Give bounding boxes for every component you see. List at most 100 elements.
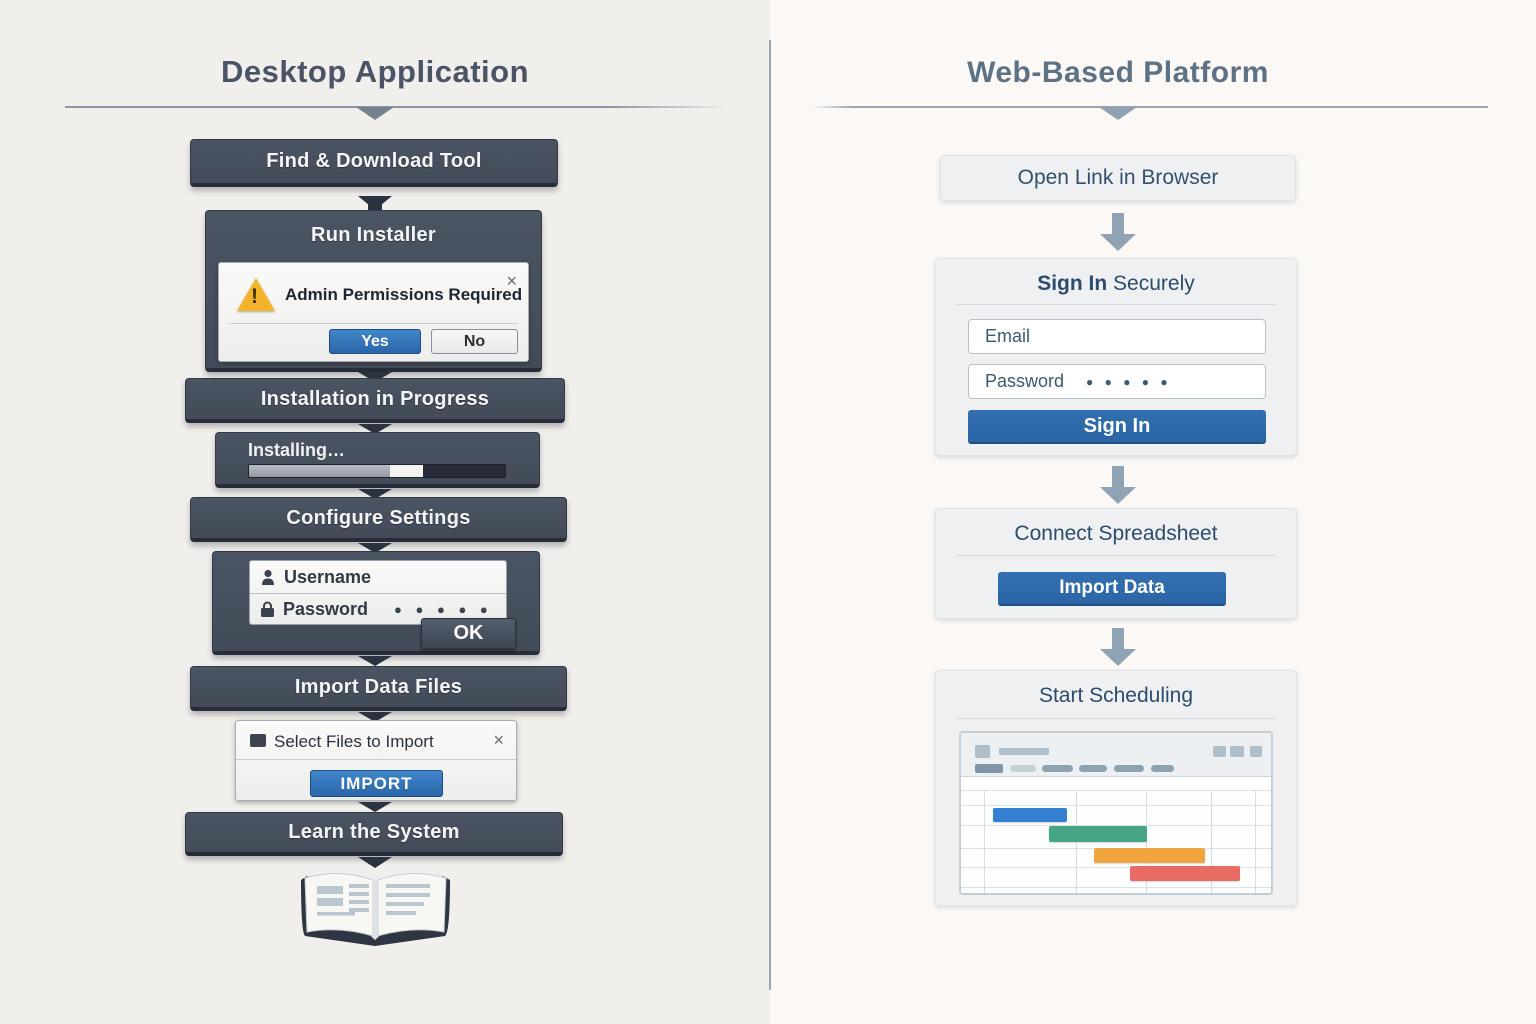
file-icon <box>250 734 266 747</box>
gantt-bar-task-3 <box>1094 848 1205 863</box>
progress-fill <box>249 465 390 477</box>
admin-permissions-dialog: Admin Permissions Required × Yes No <box>218 262 529 362</box>
arrow-down-icon <box>358 424 392 434</box>
password-dots: ● ● ● ● ● <box>1086 374 1172 389</box>
step-configure-settings: Configure Settings <box>190 497 567 542</box>
toolbar-tab[interactable] <box>1010 765 1036 772</box>
arrow-down-icon <box>358 802 392 812</box>
dialog-title: Select Files to Import <box>274 732 434 751</box>
step-installation-progress: Installation in Progress <box>185 378 565 423</box>
card-title: Sign In Securely <box>936 272 1296 296</box>
arrow-down-icon <box>358 489 392 499</box>
card-divider <box>956 718 1276 719</box>
progress-bar <box>248 464 506 478</box>
card-title: Start Scheduling <box>1038 684 1194 707</box>
book-icon <box>301 872 450 946</box>
dialog-title: Admin Permissions Required <box>285 285 523 304</box>
left-column-title: Desktop Application <box>220 54 530 89</box>
step-label: Configure Settings <box>286 506 471 529</box>
toolbar-tab-active[interactable] <box>975 764 1003 773</box>
password-label: Password <box>283 599 369 619</box>
card-divider <box>956 555 1276 556</box>
arrow-down-icon <box>358 543 392 553</box>
no-button[interactable]: No <box>431 329 518 354</box>
gantt-bar-task-1 <box>993 808 1067 822</box>
window-control-icon[interactable] <box>1250 746 1262 757</box>
right-header-notch-icon <box>1099 107 1137 120</box>
grid-line <box>1146 790 1147 893</box>
email-placeholder: Email <box>985 326 1031 346</box>
grid-line <box>984 790 985 893</box>
grid-line <box>961 825 1271 826</box>
step-label: Learn the System <box>288 821 460 843</box>
installing-box: Installing… <box>215 432 540 488</box>
close-icon[interactable]: × <box>506 271 517 291</box>
import-data-button[interactable]: Import Data <box>998 572 1226 606</box>
title-bar-text <box>999 748 1049 755</box>
password-placeholder: Password <box>985 371 1065 391</box>
mini-app-window <box>959 731 1273 895</box>
sign-in-card: Sign In Securely Email Password ● ● ● ● … <box>935 258 1297 456</box>
email-field[interactable]: Email <box>968 319 1266 354</box>
sign-in-button[interactable]: Sign In <box>968 410 1266 444</box>
gantt-bar-task-4 <box>1130 866 1240 881</box>
toolbar-tab[interactable] <box>1079 765 1107 772</box>
password-field[interactable]: Password ● ● ● ● ● <box>250 593 506 625</box>
step-run-installer: Run Installer Admin Permissions Required… <box>205 210 542 372</box>
arrow-down-icon <box>358 712 392 722</box>
toolbar-tab[interactable] <box>1042 765 1073 772</box>
grid-line <box>961 805 1271 806</box>
right-header-rule <box>812 106 1488 108</box>
installing-label: Installing… <box>248 440 346 460</box>
step-import-data-files: Import Data Files <box>190 666 567 711</box>
toolbar-tab[interactable] <box>1114 765 1144 772</box>
grid-line <box>961 887 1271 888</box>
toolbar-tab[interactable] <box>1151 765 1174 772</box>
left-header-notch-icon <box>356 107 394 120</box>
grid-line <box>961 790 1271 791</box>
dialog-divider <box>229 323 518 324</box>
password-dots: ● ● ● ● ● <box>394 602 493 617</box>
credentials-box: Username Password ● ● ● ● ● OK <box>212 551 540 655</box>
right-column-title: Web-Based Platform <box>967 56 1269 89</box>
mini-toolbar <box>961 733 1271 777</box>
card-title-rest: Securely <box>1107 272 1195 295</box>
warning-icon <box>237 278 275 311</box>
username-label: Username <box>284 566 372 587</box>
connect-spreadsheet-card: Connect Spreadsheet Import Data <box>935 508 1297 619</box>
left-header-rule <box>65 106 730 108</box>
arrow-down-icon <box>358 196 392 211</box>
window-control-icon[interactable] <box>1213 746 1226 757</box>
step-label: Find & Download Tool <box>266 150 482 172</box>
arrow-down-icon <box>358 372 392 382</box>
ok-button[interactable]: OK <box>421 618 516 649</box>
progress-fill-highlight <box>389 465 424 477</box>
app-icon <box>975 745 990 758</box>
start-scheduling-card: Start Scheduling <box>935 670 1297 906</box>
gantt-bar-task-2 <box>1049 826 1147 842</box>
yes-button[interactable]: Yes <box>329 329 421 354</box>
window-control-icon[interactable] <box>1230 746 1244 757</box>
step-label: Open Link in Browser <box>1017 166 1219 189</box>
grid-line <box>961 867 1271 868</box>
user-icon <box>262 569 274 585</box>
arrow-down-icon <box>358 857 392 868</box>
card-title: Connect Spreadsheet <box>1014 522 1218 545</box>
username-field[interactable]: Username <box>250 561 506 593</box>
import-button[interactable]: IMPORT <box>310 770 443 797</box>
grid-line <box>1255 790 1256 893</box>
column-divider <box>769 40 771 990</box>
step-label: Import Data Files <box>294 675 463 698</box>
select-files-dialog: Select Files to Import × IMPORT <box>235 720 517 801</box>
step-find-download: Find & Download Tool <box>190 139 558 187</box>
arrow-down-icon <box>358 656 392 666</box>
step-open-link: Open Link in Browser <box>940 155 1296 201</box>
step-label: Installation in Progress <box>260 387 490 410</box>
step-learn-system: Learn the System <box>185 812 563 856</box>
close-icon[interactable]: × <box>493 730 504 750</box>
card-divider <box>956 304 1276 305</box>
password-field[interactable]: Password ● ● ● ● ● <box>968 364 1266 399</box>
card-title-bold: Sign In <box>1037 272 1108 295</box>
credentials-fields: Username Password ● ● ● ● ● <box>249 560 507 625</box>
